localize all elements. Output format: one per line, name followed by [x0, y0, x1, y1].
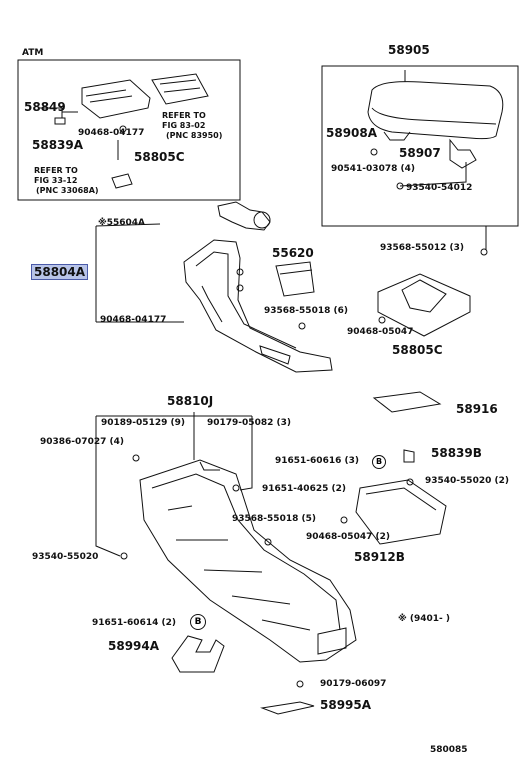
- part-90179-06097: 90179-06097: [320, 679, 387, 689]
- refer2-line2: FIG 33-12: [34, 176, 78, 185]
- shift-bracket-55604a: [217, 201, 271, 231]
- part-91651-40625: 91651-40625 (2): [262, 484, 346, 494]
- part-58804a[interactable]: 58804A: [31, 264, 89, 280]
- armrest-inset-box: [321, 65, 519, 227]
- armrest-hinge-58907: [449, 138, 477, 169]
- part-93568-55018-b: 93568-55018 (5): [232, 514, 316, 524]
- part-58805c-a: 58805C: [134, 150, 185, 164]
- part-90468-05047-a: 90468-05047: [347, 327, 414, 337]
- part-90468-05047-b: 90468-05047 (2): [306, 532, 390, 542]
- part-91651-60616: 91651-60616 (3): [275, 456, 359, 466]
- armrest-58905: [367, 81, 504, 140]
- part-58810j: 58810J: [167, 394, 214, 408]
- part-90468-04177-a: 90468-04177: [78, 128, 145, 138]
- part-93540-55020-right: 93540-55020 (2): [425, 476, 509, 486]
- part-93540-55020-left: 93540-55020: [32, 552, 99, 562]
- part-58907: 58907: [399, 146, 441, 160]
- part-93568-55012: 93568-55012 (3): [380, 243, 464, 253]
- part-55604a: ※55604A: [98, 218, 146, 228]
- part-55620: 55620: [272, 246, 314, 260]
- part-58908a: 58908A: [326, 126, 378, 140]
- part-91651-60614: 91651-60614 (2): [92, 618, 176, 628]
- part-58839b: 58839B: [431, 446, 482, 460]
- refer1-line3: (PNC 83950): [166, 131, 223, 140]
- atm-switch-panel: [151, 73, 209, 105]
- part-90386-07027: 90386-07027 (4): [40, 437, 124, 447]
- atm-inset-box: [17, 59, 241, 201]
- console-body-58810j: [139, 459, 357, 663]
- mat-58916: [372, 391, 442, 413]
- part-93568-55018-a: 93568-55018 (6): [264, 306, 348, 316]
- atm-inset-title: ATM: [22, 48, 44, 58]
- refer2-line1: REFER TO: [34, 166, 78, 175]
- part-58905: 58905: [388, 43, 430, 57]
- part-58805c-b: 58805C: [392, 343, 443, 357]
- part-58916: 58916: [456, 402, 498, 416]
- part-58912b: 58912B: [354, 550, 405, 564]
- ash-tray-55620: [275, 261, 315, 297]
- plate-58995a: [260, 701, 315, 715]
- shift-boot-58805c: [377, 273, 471, 337]
- atm-indicator-plate: [81, 79, 151, 119]
- refer1-line2: FIG 83-02: [162, 121, 206, 130]
- part-90541-03078: 90541-03078 (4): [331, 164, 415, 174]
- refer2-line3: (PNC 33068A): [36, 186, 99, 195]
- part-90468-04177-b: 90468-04177: [100, 315, 167, 325]
- refer1-line1: REFER TO: [162, 111, 206, 120]
- part-90189-05129: 90189-05129 (9): [101, 418, 185, 428]
- part-58849: 58849: [24, 100, 66, 114]
- part-58839a: 58839A: [32, 138, 84, 152]
- diagram-code: 580085: [430, 745, 468, 755]
- part-58995a: 58995A: [320, 698, 372, 712]
- note-date-range: ※ (9401- ): [398, 614, 451, 624]
- part-90179-05082: 90179-05082 (3): [207, 418, 291, 428]
- console-upper-58804a: [183, 239, 333, 373]
- bracket-58994a: [171, 635, 225, 673]
- callout-b-icon-2: B: [372, 455, 386, 469]
- part-93540-54012: 93540-54012: [406, 183, 473, 193]
- part-58994a: 58994A: [108, 639, 160, 653]
- callout-b-icon: B: [190, 614, 206, 630]
